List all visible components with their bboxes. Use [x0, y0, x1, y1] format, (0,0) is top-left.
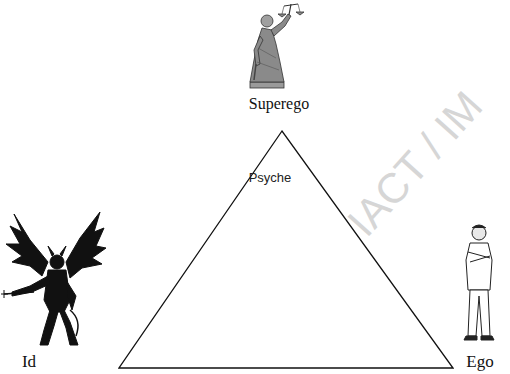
man-figure	[464, 225, 494, 340]
node-title: Psyche	[249, 170, 292, 185]
id-label: Id	[22, 352, 36, 372]
ego-label: Ego	[466, 352, 493, 372]
superego-label: Superego	[249, 95, 309, 113]
devil-figure	[1, 212, 106, 345]
justice-statue	[250, 4, 304, 88]
watermark: IACT / IM	[338, 82, 492, 245]
